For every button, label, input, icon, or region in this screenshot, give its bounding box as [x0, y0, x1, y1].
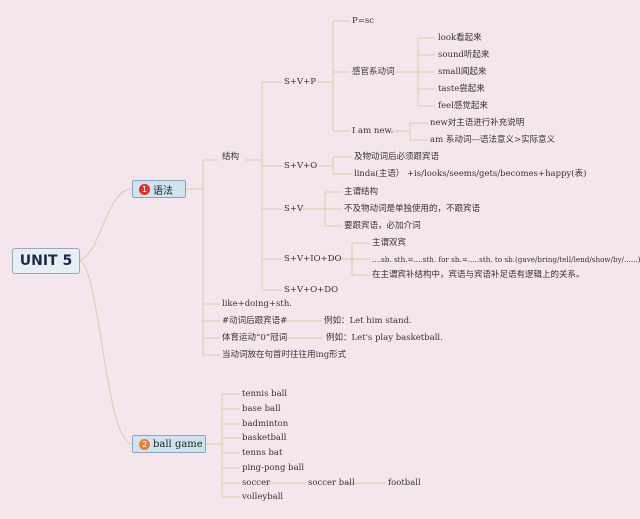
sport-node[interactable]: 体育运动“0”冠词 — [222, 333, 288, 343]
sviodo-node[interactable]: S+V+IO+DO — [284, 254, 342, 264]
ball-item[interactable]: ping-pong ball — [242, 463, 305, 473]
svp-node[interactable]: S+V+P — [284, 77, 316, 87]
gerund-node[interactable]: 当动词放在句首时往往用ing形式 — [222, 350, 347, 360]
sviodo-note[interactable]: 在主谓宾补结构中，宾语与宾语补足语有逻辑上的关系。 — [372, 270, 585, 280]
grammar-label: 语法 — [153, 185, 173, 197]
soccer-ball-node[interactable]: soccer ball — [308, 478, 355, 488]
ball-item[interactable]: basketball — [242, 433, 287, 443]
structure-node[interactable]: 结构 — [222, 152, 240, 162]
sport-example[interactable]: 例如：Let's play basketball. — [326, 333, 443, 343]
sense-verb-item[interactable]: sound听起来 — [438, 50, 490, 60]
ball-item[interactable]: base ball — [242, 404, 281, 414]
verb-object-node[interactable]: #动词后跟宾语# — [222, 316, 288, 326]
sviodo-note[interactable]: 主谓双宾 — [372, 238, 407, 248]
sv-node[interactable]: S+V — [284, 204, 304, 214]
badge-1: 1 — [139, 183, 150, 195]
sv-note[interactable]: 要跟宾语，必加介词 — [344, 221, 421, 231]
grammar-node[interactable]: 1 语法 — [132, 180, 186, 198]
sense-verb-item[interactable]: feel感觉起来 — [438, 101, 488, 111]
root-node[interactable]: UNIT 5 — [12, 248, 80, 274]
sviodo-note[interactable]: ....sb. sth.=....sth. for sb.=.....sth. … — [372, 255, 640, 264]
svo-note[interactable]: 及物动词后必须跟宾语 — [354, 152, 440, 162]
ballgame-label: ball game — [153, 438, 203, 450]
sv-note[interactable]: 不及物动词是单独使用的，不跟宾语 — [344, 204, 481, 214]
p-sc-node[interactable]: P=sc — [352, 16, 374, 26]
badge-2: 2 — [139, 438, 150, 450]
like-node[interactable]: like+doing+sth. — [222, 299, 293, 309]
sv-note[interactable]: 主谓结构 — [344, 187, 379, 197]
sense-verbs-node[interactable]: 感官系动词 — [352, 67, 395, 77]
example-note[interactable]: new对主语进行补充说明 — [430, 118, 525, 128]
sense-verb-item[interactable]: small闻起来 — [438, 67, 487, 77]
ball-item[interactable]: soccer — [242, 478, 271, 488]
svooc-node[interactable]: S+V+O+DO — [284, 285, 339, 295]
sense-verb-item[interactable]: taste尝起来 — [438, 84, 485, 94]
example-note[interactable]: am 系动词---语法意义>实际意义 — [430, 135, 556, 145]
ball-item[interactable]: tenns bat — [242, 448, 283, 458]
sense-verb-item[interactable]: look看起来 — [438, 33, 482, 43]
svo-note[interactable]: linda(主语） +is/looks/seems/gets/becomes+h… — [354, 169, 587, 179]
ball-item[interactable]: tennis ball — [242, 389, 288, 399]
example-node[interactable]: I am new. — [352, 126, 394, 136]
ballgame-node[interactable]: 2 ball game — [132, 435, 206, 453]
football-node[interactable]: football — [388, 478, 421, 488]
ball-item[interactable]: volleyball — [242, 492, 284, 502]
verb-object-example[interactable]: 例如：Let him stand. — [324, 316, 412, 326]
svo-node[interactable]: S+V+O — [284, 161, 318, 171]
ball-item[interactable]: badminton — [242, 419, 289, 429]
